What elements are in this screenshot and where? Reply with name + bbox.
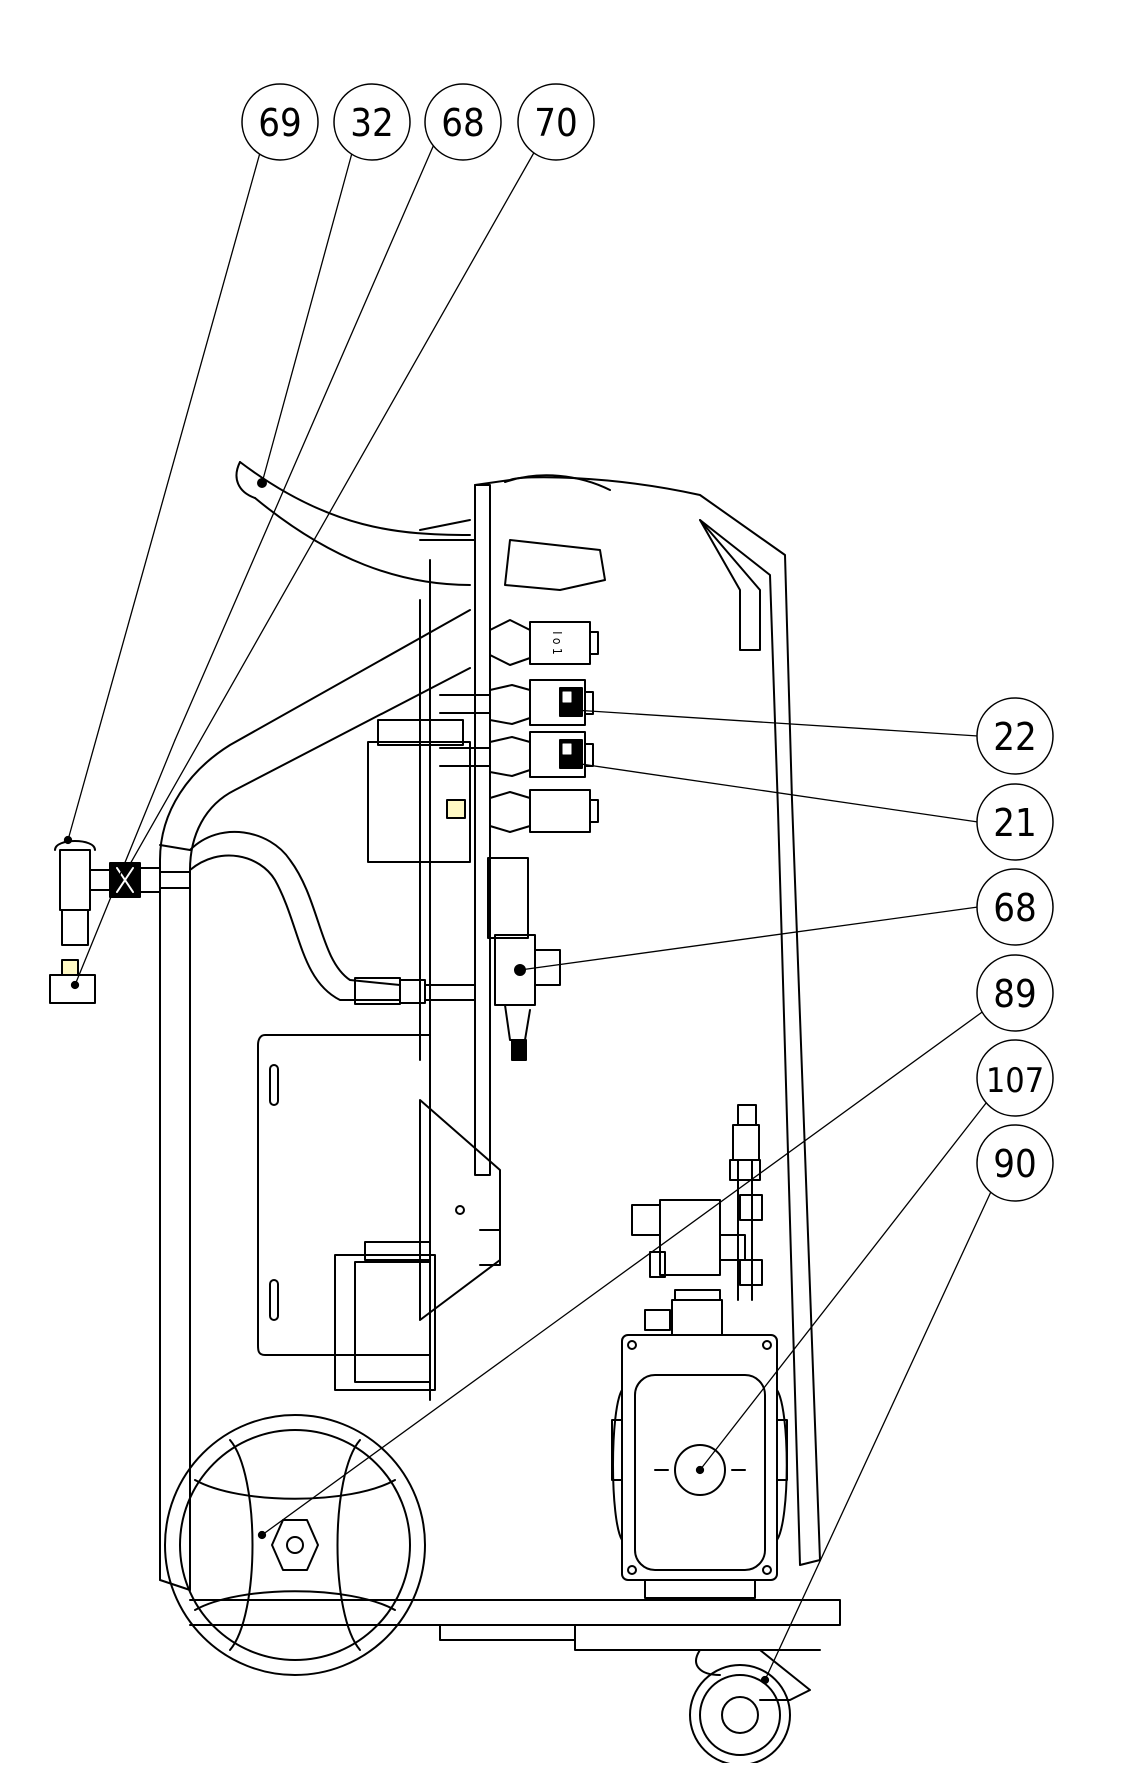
top-cover — [474, 476, 821, 1566]
pump-sight-glass — [674, 1444, 726, 1496]
callout-89: 89 — [976, 954, 1054, 1032]
svg-text:68: 68 — [993, 886, 1037, 930]
svg-text:89: 89 — [993, 972, 1037, 1016]
cart-base — [189, 1599, 841, 1626]
t-fitting — [59, 849, 91, 911]
vacuum-pump — [611, 1104, 788, 1599]
hose — [189, 830, 401, 986]
solenoid-valve-4 — [529, 789, 591, 833]
svg-text:21: 21 — [993, 801, 1037, 845]
solenoid-valve-stack: I o 1 — [439, 619, 599, 1061]
large-wheel — [164, 1414, 426, 1676]
caster-wheel — [689, 1649, 811, 1766]
svg-text:107: 107 — [986, 1061, 1044, 1101]
left-frame-tube — [159, 609, 471, 1581]
internal-components — [257, 719, 529, 1391]
callout-69: 69 — [241, 83, 319, 161]
scale-box — [354, 1261, 431, 1383]
pump-solenoid — [659, 1199, 721, 1276]
svg-text:70: 70 — [534, 101, 578, 145]
solenoid-marking: I o 1 — [550, 631, 564, 655]
svg-text:69: 69 — [258, 101, 302, 145]
svg-text:22: 22 — [993, 715, 1037, 759]
service-hose — [189, 830, 476, 1005]
cart-frame — [159, 461, 841, 1651]
callout-90: 90 — [976, 1124, 1054, 1202]
svg-text:90: 90 — [993, 1142, 1037, 1186]
t-fitting-assembly — [49, 840, 191, 1004]
callout-68-right: 68 — [976, 868, 1054, 946]
svg-text:32: 32 — [350, 101, 394, 145]
callout-32: 32 — [333, 83, 411, 161]
callouts: 69 32 68 70 22 21 68 89 — [241, 83, 1054, 1202]
callout-68-top: 68 — [424, 83, 502, 161]
quick-coupler-adapter — [49, 974, 96, 1004]
callout-22: 22 — [976, 697, 1054, 775]
front-panel — [474, 484, 491, 1176]
callout-70: 70 — [517, 83, 595, 161]
cart-handle — [239, 461, 471, 536]
tank-plate — [257, 1034, 431, 1356]
compressor-box — [367, 741, 471, 863]
pump-body — [621, 1334, 778, 1581]
callout-21: 21 — [976, 783, 1054, 861]
leader-lines — [63, 141, 996, 1685]
filter-block — [487, 857, 529, 939]
check-valve — [494, 934, 536, 1006]
wheel-hub — [271, 1519, 319, 1571]
callout-107: 107 — [976, 1039, 1054, 1117]
svg-text:68: 68 — [441, 101, 485, 145]
